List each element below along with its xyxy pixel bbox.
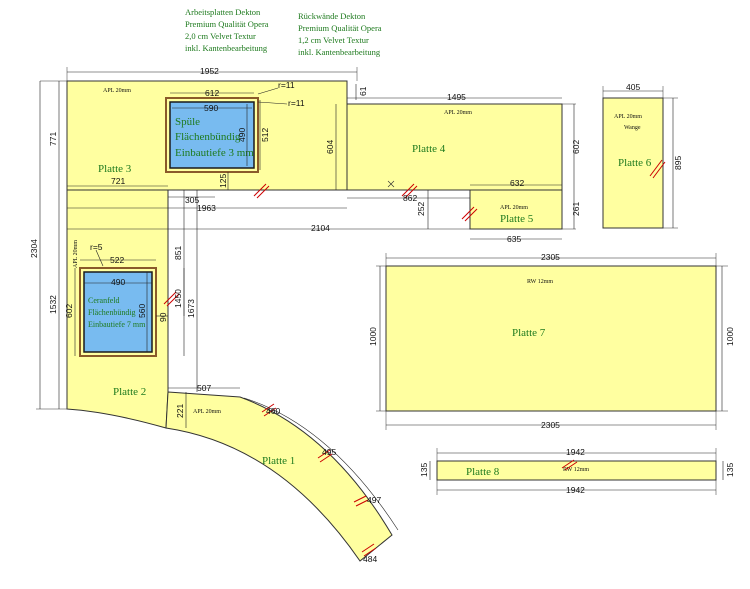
material-label: APL 20mm [500,205,528,211]
plate-label-7: Platte 7 [512,327,546,339]
dim-label: 490 [111,277,125,287]
dim-label: 771 [48,132,58,146]
dim-label: 2104 [311,223,330,233]
plate-label-1: Platte 1 [262,455,295,467]
dim-label: 632 [510,178,524,188]
dim-label: 590 [204,103,218,113]
plate-label-8: Platte 8 [466,466,500,478]
dim-label: 560 [137,304,147,318]
note-rueckwaende: Rückwände Dekton Premium Qualität Opera … [298,11,382,57]
dim-label: 495 [322,447,336,457]
dim-label: 1532 [48,295,58,314]
dim-label: 90 [158,312,168,322]
sink-label: Einbautiefe 3 mm [175,147,254,159]
dim-label: r=5 [90,242,103,252]
note-line: 2,0 cm Velvet Textur [185,31,256,41]
note-line: Rückwände Dekton [298,11,366,21]
dimension-lines [36,67,728,531]
seam-marks [163,159,666,557]
note-line: inkl. Kantenbearbeitung [185,43,268,53]
dim-label: 497 [367,495,381,505]
dim-label: 1942 [566,485,585,495]
dim-label: 2305 [541,252,560,262]
dim-label: 221 [175,404,185,418]
plate-label-5: Platte 5 [500,213,534,225]
dim-label: 490 [237,128,247,142]
dim-label: 135 [419,463,429,477]
dim-label: 261 [571,202,581,216]
dimension-labels: 1952 612 590 r=11 r=11 490 512 61 771 23… [29,66,735,564]
plate-label-3: Platte 3 [98,163,132,175]
note-line: inkl. Kantenbearbeitung [298,47,381,57]
hob-frame [79,267,157,357]
dim-label: 135 [725,463,735,477]
dim-label: r=11 [288,98,305,108]
material-label: RW 12mm [563,467,589,473]
hob-label: Einbautiefe 7 mm [88,320,146,329]
dim-label: 604 [325,140,335,154]
dim-label: 61 [358,86,368,96]
dim-label: 721 [111,176,125,186]
dim-label: 1942 [566,447,585,457]
slab-platte-4 [346,103,563,191]
dim-label: 635 [507,234,521,244]
dim-label: 305 [185,195,199,205]
dim-label: 522 [110,255,124,265]
dim-label: 484 [363,554,377,564]
material-label: Wange [624,125,641,131]
note-line: 1,2 cm Velvet Textur [298,35,369,45]
dim-label: 1495 [447,92,466,102]
slab-platte-1 [165,391,393,562]
slab-platte-6 [602,97,664,229]
dim-label: 460 [266,406,280,416]
dim-label: 1673 [186,299,196,318]
dim-label: 602 [571,140,581,154]
dim-label: 125 [218,174,228,188]
dim-label: 1450 [173,289,183,308]
dim-label: 252 [416,202,426,216]
dim-label: 851 [173,246,183,260]
material-label: APL 20mm [73,240,79,268]
dim-label: 895 [673,156,683,170]
sink-cutout [169,101,255,169]
sink-frame [165,97,259,173]
material-label: APL 20mm [614,114,642,120]
note-line: Premium Qualität Opera [298,23,382,33]
dim-label: 2304 [29,239,39,258]
dim-label: 602 [64,304,74,318]
hob-label: Ceranfeld [88,296,120,305]
material-label: RW 12mm [527,279,553,285]
material-label: APL 20mm [444,110,472,116]
dim-label: r=11 [278,80,295,90]
slab-platte-7 [385,265,717,412]
plate-label-2: Platte 2 [113,386,146,398]
plate-label-6: Platte 6 [618,157,652,169]
material-label: APL 20mm [103,88,131,94]
dim-label: 507 [197,383,211,393]
material-label: APL 20mm [193,409,221,415]
note-line: Arbeitsplatten Dekton [185,7,261,17]
sink-label: Flächenbündig [175,131,241,143]
dim-label: 1000 [368,327,378,346]
dim-label: 405 [626,82,640,92]
hob-cutout [83,271,153,353]
dim-label: 1963 [197,203,216,213]
dim-label: 1000 [725,327,735,346]
slab-platte-8 [436,460,717,481]
marker-cross [387,180,395,188]
dim-label: 512 [260,128,270,142]
plate-label-4: Platte 4 [412,143,446,155]
dim-label: 1952 [200,66,219,76]
dim-label: 2305 [541,420,560,430]
dim-label: 612 [205,88,219,98]
sink-label: Spüle [175,116,200,128]
hob-label: Flächenbündig [88,308,136,317]
dim-label: 862 [403,193,417,203]
note-arbeitsplatten: Arbeitsplatten Dekton Premium Qualität O… [185,7,269,53]
note-line: Premium Qualität Opera [185,19,269,29]
